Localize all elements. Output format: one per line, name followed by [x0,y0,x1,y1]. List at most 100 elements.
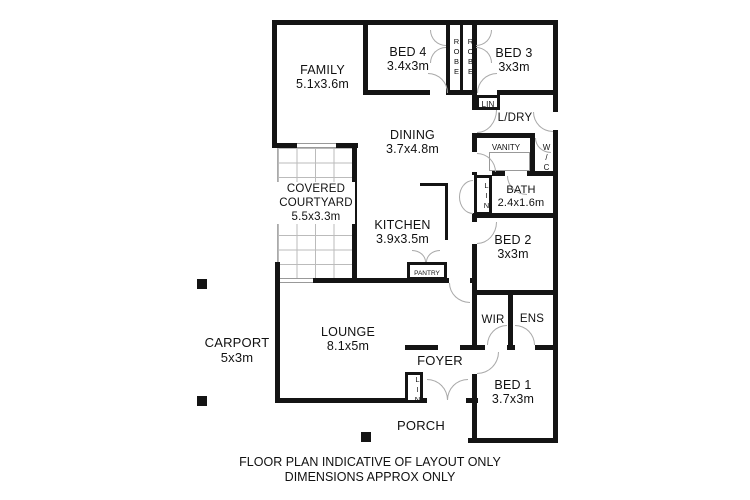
door-arc-pantry [426,250,440,262]
wall-segment [272,20,277,148]
wall-segment [472,374,477,443]
wall-segment [363,90,430,95]
door-arc-entry-right [447,379,468,400]
wall-segment [272,20,558,25]
room-name: KITCHEN [374,218,431,232]
label-wc: W/C [542,142,551,173]
linen-cupboard-laundry [476,95,500,110]
room-dims: 3x3m [498,60,530,74]
kitchen-counter [445,183,448,240]
room-dims: 3.7x4.8m [385,142,440,156]
wall-segment [472,215,477,222]
room-name: VANITY [491,143,521,152]
door-arc-robe1 [430,30,446,46]
wall-segment [508,295,513,350]
linen-cupboard-hall [474,175,492,215]
wall-segment [460,345,474,350]
wall-segment [472,290,558,295]
room-dims: 3x3m [497,247,529,261]
label-laundry: L/DRY [489,111,541,125]
pantry-cupboard [407,262,447,280]
room-name: BED 2 [494,233,532,247]
room-name: COURTYARD [279,197,353,209]
room-name: BED 4 [389,45,427,59]
wall-segment [472,244,477,350]
window [280,278,313,283]
window [297,143,336,148]
room-name: L/DRY [497,112,533,124]
wall-segment [553,20,558,112]
wall-segment [446,90,477,95]
label-carport: CARPORT 5x3m [196,335,278,365]
label-bed4: BED 4 3.4x3m [370,45,446,73]
label-vanity: VANITY [483,143,529,152]
door-arc-wir [487,325,507,345]
room-dims: 5x3m [220,350,254,365]
wall-segment [507,345,515,350]
room-name: BATH [506,184,536,196]
label-bed3: BED 3 3x3m [479,46,549,74]
room-dims: 5.5x3.3m [291,211,341,223]
wall-segment [470,278,477,283]
room-dims: 3.4x3m [386,59,430,73]
label-pantry: PANTRY [414,270,440,277]
wall-segment [275,398,409,403]
door-arc-hall-lounge [449,283,470,303]
label-lounge: LOUNGE 8.1x5m [305,325,391,353]
wall-segment [472,24,477,110]
label-foyer: FOYER [417,353,463,368]
wall-segment [405,345,438,350]
door-arc-linen-hall [459,180,473,197]
room-name: DINING [390,128,435,142]
wall-segment [535,345,558,350]
wall-segment [527,171,553,176]
wall-segment [363,20,368,95]
wall-segment [477,133,535,138]
label-bed1: BED 1 3.7x3m [478,378,548,406]
room-dims: 2.4x1.6m [497,197,545,209]
room-name: BED 1 [494,378,532,392]
door-arc-robe2 [476,30,492,46]
wall-segment [472,172,477,175]
wall-segment [272,143,297,148]
carport-pillar [197,279,207,289]
wall-segment [530,138,535,176]
wall-segment [472,133,477,152]
room-dims: 5.1x3.6m [295,77,350,91]
label-lin-hall: LIN [482,180,491,211]
footer-note: FLOOR PLAN INDICATIVE OF LAYOUT ONLY DIM… [225,455,515,485]
door-arc-bed4 [428,73,448,93]
carport-pillar [197,396,207,406]
wall-segment [275,262,280,282]
label-robe1: ROBE [452,37,461,77]
wall-segment [472,345,485,350]
footer-line2: DIMENSIONS APPROX ONLY [284,470,456,484]
footer-line1: FLOOR PLAN INDICATIVE OF LAYOUT ONLY [239,455,501,469]
wall-segment [336,143,358,148]
wall-segment [313,278,449,283]
door-arc-bed1 [477,352,499,374]
label-porch: PORCH [397,418,445,433]
door-arc-ens [515,325,535,345]
room-dims: 3.9x3.5m [375,232,430,246]
room-name: LOUNGE [321,325,375,339]
porch-pillar [361,432,371,442]
label-courtyard: COVERED COURTYARD 5.5x3.3m [277,182,355,224]
wall-segment [497,90,553,95]
wall-segment [472,213,558,218]
wall-segment [275,278,280,403]
wall-segment [492,171,505,176]
door-arc-entry-left [427,379,448,400]
kitchen-counter [420,183,448,186]
wall-segment [466,398,478,403]
label-ens: ENS [519,313,545,325]
wall-segment [468,438,558,443]
linen-cupboard-foyer [405,372,423,403]
label-family: FAMILY 5.1x3.6m [280,63,365,91]
door-arc-pantry [412,250,426,262]
label-dining: DINING 3.7x4.8m [370,128,455,156]
room-dims: 3.7x3m [491,392,535,406]
room-name: CARPORT [204,335,270,350]
wall-segment [553,130,558,443]
